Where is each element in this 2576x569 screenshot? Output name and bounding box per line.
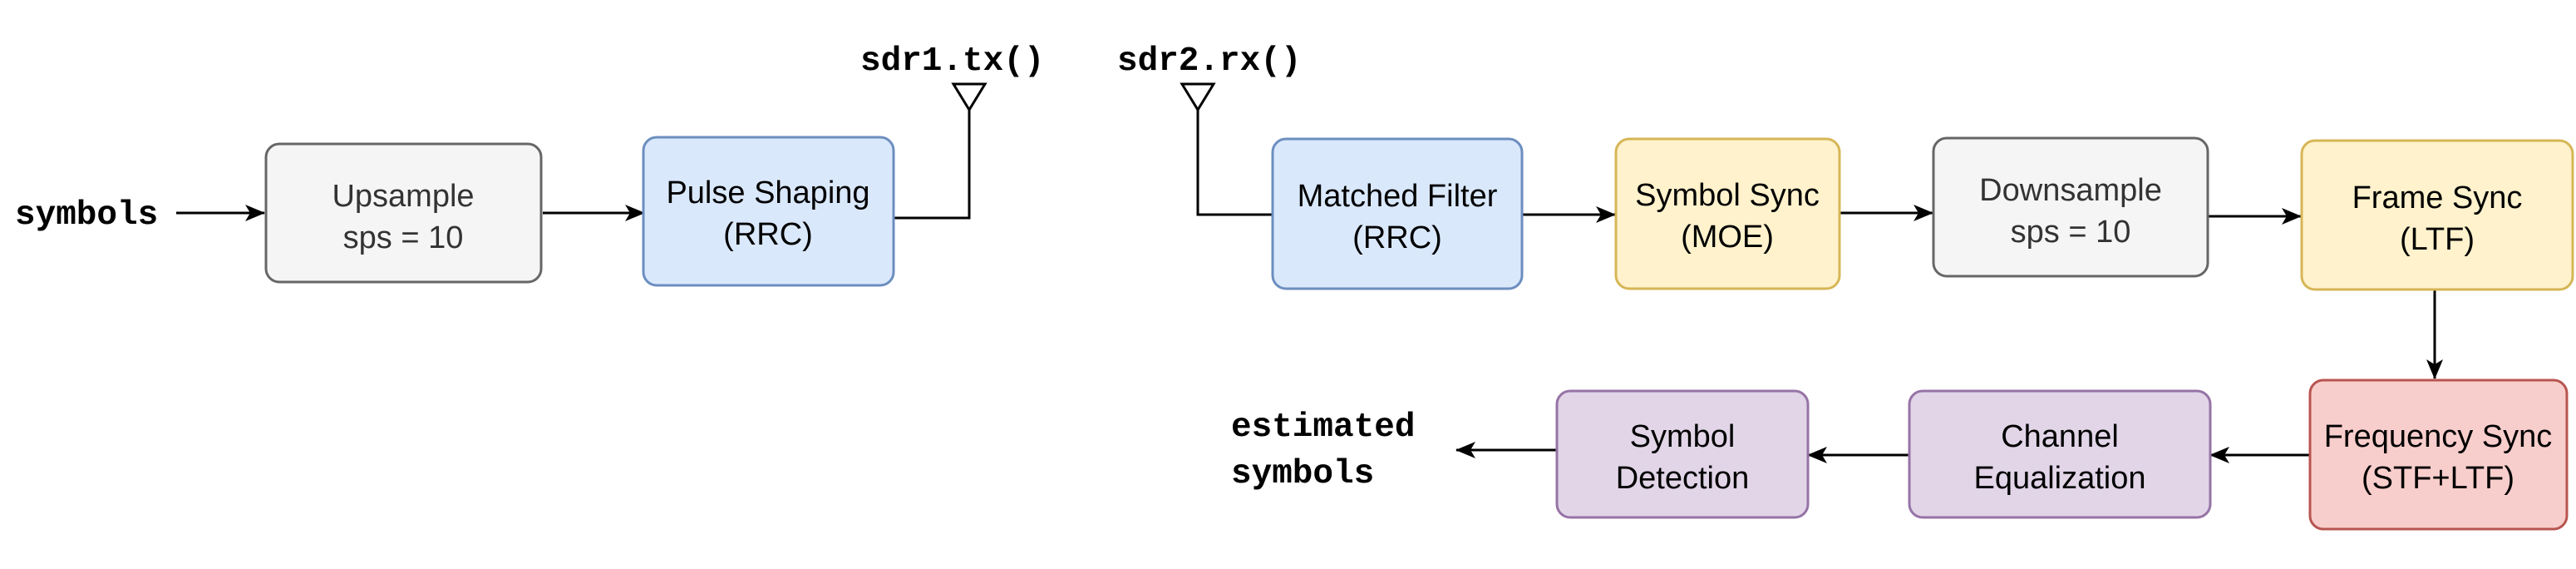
- tx-antenna-label: sdr1.tx(): [860, 42, 1044, 81]
- wire-pulse-shaping-to-tx-antenna: [894, 101, 971, 220]
- svg-text:Pulse Shaping: Pulse Shaping: [666, 176, 869, 210]
- svg-text:Detection: Detection: [1616, 461, 1750, 496]
- svg-text:Symbol Sync: Symbol Sync: [1635, 178, 1820, 213]
- rx-antenna-label: sdr2.rx(): [1117, 42, 1301, 81]
- svg-text:Downsample: Downsample: [1979, 173, 2162, 208]
- rx-antenna-icon: [1180, 82, 1216, 112]
- svg-text:Upsample: Upsample: [332, 179, 474, 214]
- svg-text:estimated: estimated: [1231, 408, 1415, 447]
- svg-text:(RRC): (RRC): [1352, 220, 1442, 255]
- wire-rx-antenna-to-matched-filter: [1196, 101, 1273, 216]
- pulse-shaping-block: Pulse Shaping (RRC): [642, 136, 895, 287]
- svg-text:Equalization: Equalization: [1973, 461, 2145, 496]
- svg-text:Matched Filter: Matched Filter: [1298, 179, 1498, 214]
- svg-text:(STF+LTF): (STF+LTF): [2362, 461, 2514, 496]
- tx-antenna-icon: [951, 82, 988, 112]
- frame-sync-block: Frame Sync (LTF): [2300, 139, 2574, 291]
- matched-filter-block: Matched Filter (RRC): [1271, 137, 1524, 290]
- symbol-detection-block: Symbol Detection: [1555, 389, 1810, 519]
- channel-equalization-block: Channel Equalization: [1908, 389, 2212, 519]
- input-symbols-label: symbols: [15, 196, 158, 235]
- symbol-sync-block: Symbol Sync (MOE): [1614, 137, 1841, 290]
- svg-text:Channel: Channel: [2001, 419, 2119, 454]
- svg-text:Frequency Sync: Frequency Sync: [2324, 419, 2553, 454]
- downsample-block: Downsample sps = 10: [1932, 136, 2209, 278]
- svg-text:Frame Sync: Frame Sync: [2352, 181, 2523, 215]
- svg-text:(MOE): (MOE): [1681, 220, 1774, 255]
- svg-text:(RRC): (RRC): [723, 217, 813, 252]
- svg-text:(LTF): (LTF): [2400, 222, 2475, 257]
- svg-text:sps = 10: sps = 10: [2011, 215, 2131, 250]
- frequency-sync-block: Frequency Sync (STF+LTF): [2308, 379, 2569, 531]
- svg-text:sps = 10: sps = 10: [343, 220, 464, 255]
- svg-text:symbols: symbols: [1231, 455, 1374, 493]
- output-estimated-symbols-label: estimated symbols: [1231, 408, 1415, 493]
- upsample-block: Upsample sps = 10: [264, 142, 543, 284]
- svg-text:Symbol: Symbol: [1630, 419, 1736, 454]
